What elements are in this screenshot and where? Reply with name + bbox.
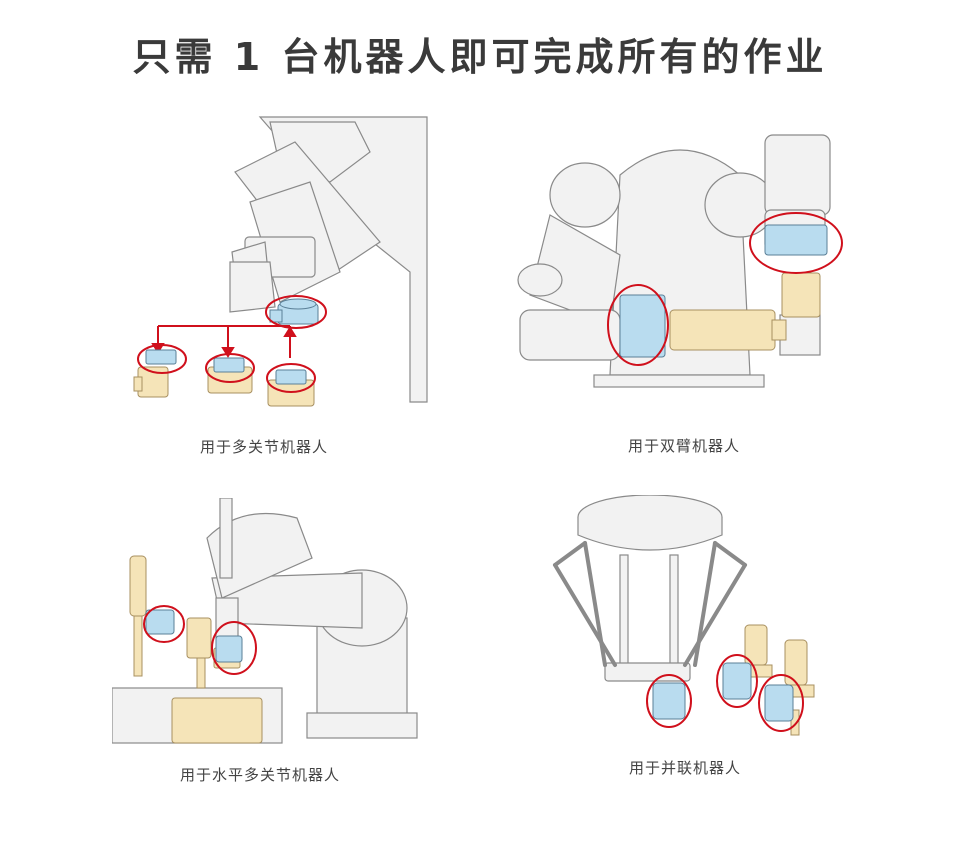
dual-arm-robot-illustration: [517, 134, 843, 388]
caption-scara-robot: 用于水平多关节机器人: [180, 766, 341, 784]
panel-scara-robot: 用于水平多关节机器人: [112, 498, 422, 788]
caption-dual-arm-robot: 用于双臂机器人: [628, 437, 741, 455]
page-title: 只需 1 台机器人即可完成所有的作业: [132, 35, 828, 79]
delta-robot-illustration: [553, 495, 815, 736]
caption-articulated-robot: 用于多关节机器人: [200, 438, 329, 456]
caption-delta-robot: 用于并联机器人: [629, 759, 742, 777]
scara-robot-illustration: [112, 498, 418, 744]
articulated-robot-illustration: [133, 116, 428, 407]
panel-delta-robot: 用于并联机器人: [545, 495, 845, 785]
panel-dual-arm-robot: 用于双臂机器人: [510, 125, 850, 455]
panel-articulated-robot: 用于多关节机器人: [120, 112, 440, 456]
